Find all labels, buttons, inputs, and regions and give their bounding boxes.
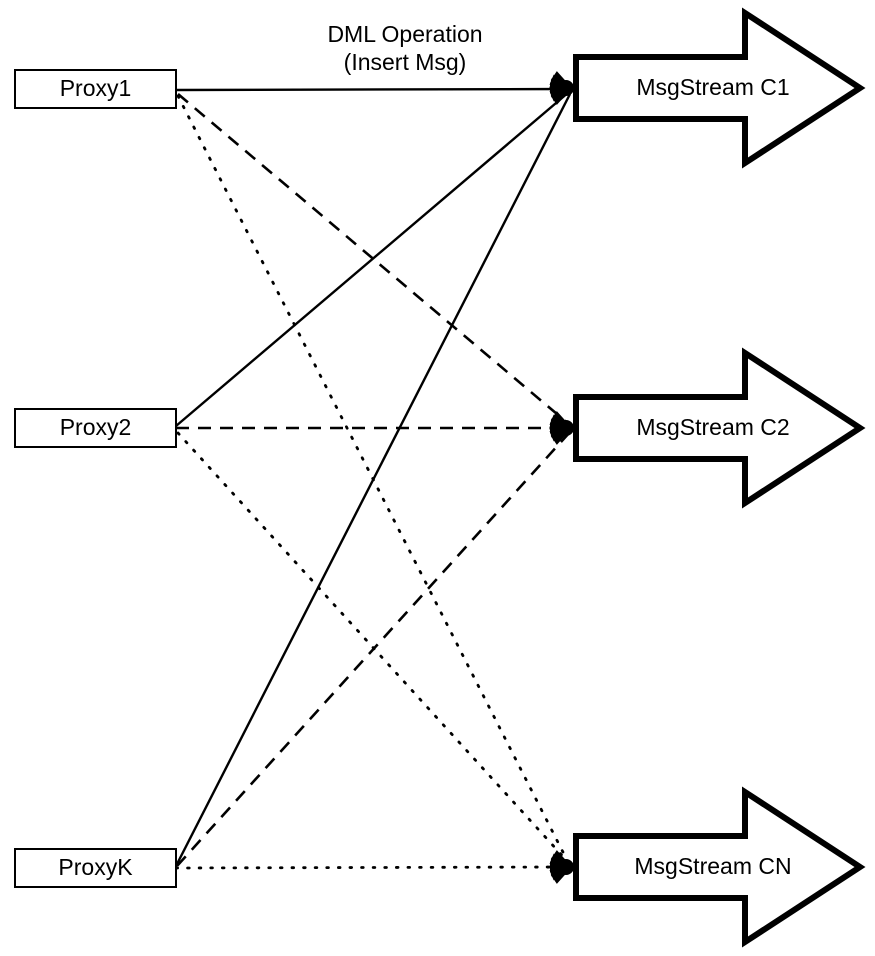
proxy-node-proxy1[interactable]: Proxy1	[14, 69, 177, 109]
msgstream-node-msgstream-c2[interactable]: MsgStream C2	[573, 347, 866, 509]
proxy-box-proxy2	[14, 408, 177, 448]
proxy-label-proxy1: Proxy1	[60, 75, 132, 101]
arrowhead-core	[558, 420, 574, 436]
msgstream-arrow-shape-msgstream-c1	[573, 7, 866, 169]
dml-operation-label-line2: (Insert Msg)	[344, 49, 467, 75]
msgstream-label-msgstream-c1: MsgStream C1	[636, 74, 789, 100]
proxy-label-proxy2: Proxy2	[60, 414, 132, 440]
arrowhead-c1	[549, 71, 574, 105]
edges-layer	[174, 87, 572, 870]
msgstream-arrow-shape-msgstream-cn	[573, 786, 866, 948]
edge-proxy1-to-msgstream-c1	[175, 87, 571, 92]
msgstream-nodes-layer: MsgStream C1 MsgStream C2 MsgStream CN	[573, 7, 866, 948]
dml-operation-label-line1: DML Operation	[327, 21, 482, 47]
edge-proxyK-to-msgstream-c2	[176, 431, 571, 867]
edge-proxyK-to-msgstream-cn	[174, 865, 570, 870]
edge-proxy2-to-msgstream-cn	[176, 431, 570, 864]
msgstream-label-msgstream-c2: MsgStream C2	[636, 414, 789, 440]
edge-proxy1-to-msgstream-c2	[177, 93, 571, 426]
annotation-layer: DML Operation (Insert Msg)	[327, 21, 482, 75]
arrowheads-layer	[549, 71, 574, 884]
arrowhead-cn	[549, 850, 574, 884]
proxy-box-proxy1	[14, 69, 177, 109]
msgstream-label-msgstream-cn: MsgStream CN	[634, 853, 791, 879]
msgstream-node-msgstream-cn[interactable]: MsgStream CN	[573, 786, 866, 948]
edge-proxy2-to-msgstream-c1	[175, 91, 570, 427]
proxy-node-proxy2[interactable]: Proxy2	[14, 408, 177, 448]
edge-proxyK-to-msgstream-c1	[174, 93, 572, 867]
proxy-box-proxyK	[14, 848, 177, 888]
msgstream-arrow-shape-msgstream-c2	[573, 347, 866, 509]
arrowhead-c2	[549, 411, 574, 445]
arrowhead-core	[558, 80, 574, 96]
proxy-label-proxyK: ProxyK	[58, 854, 133, 880]
proxy-node-proxyK[interactable]: ProxyK	[14, 848, 177, 888]
arrowhead-core	[558, 859, 574, 875]
msgstream-node-msgstream-c1[interactable]: MsgStream C1	[573, 7, 866, 169]
